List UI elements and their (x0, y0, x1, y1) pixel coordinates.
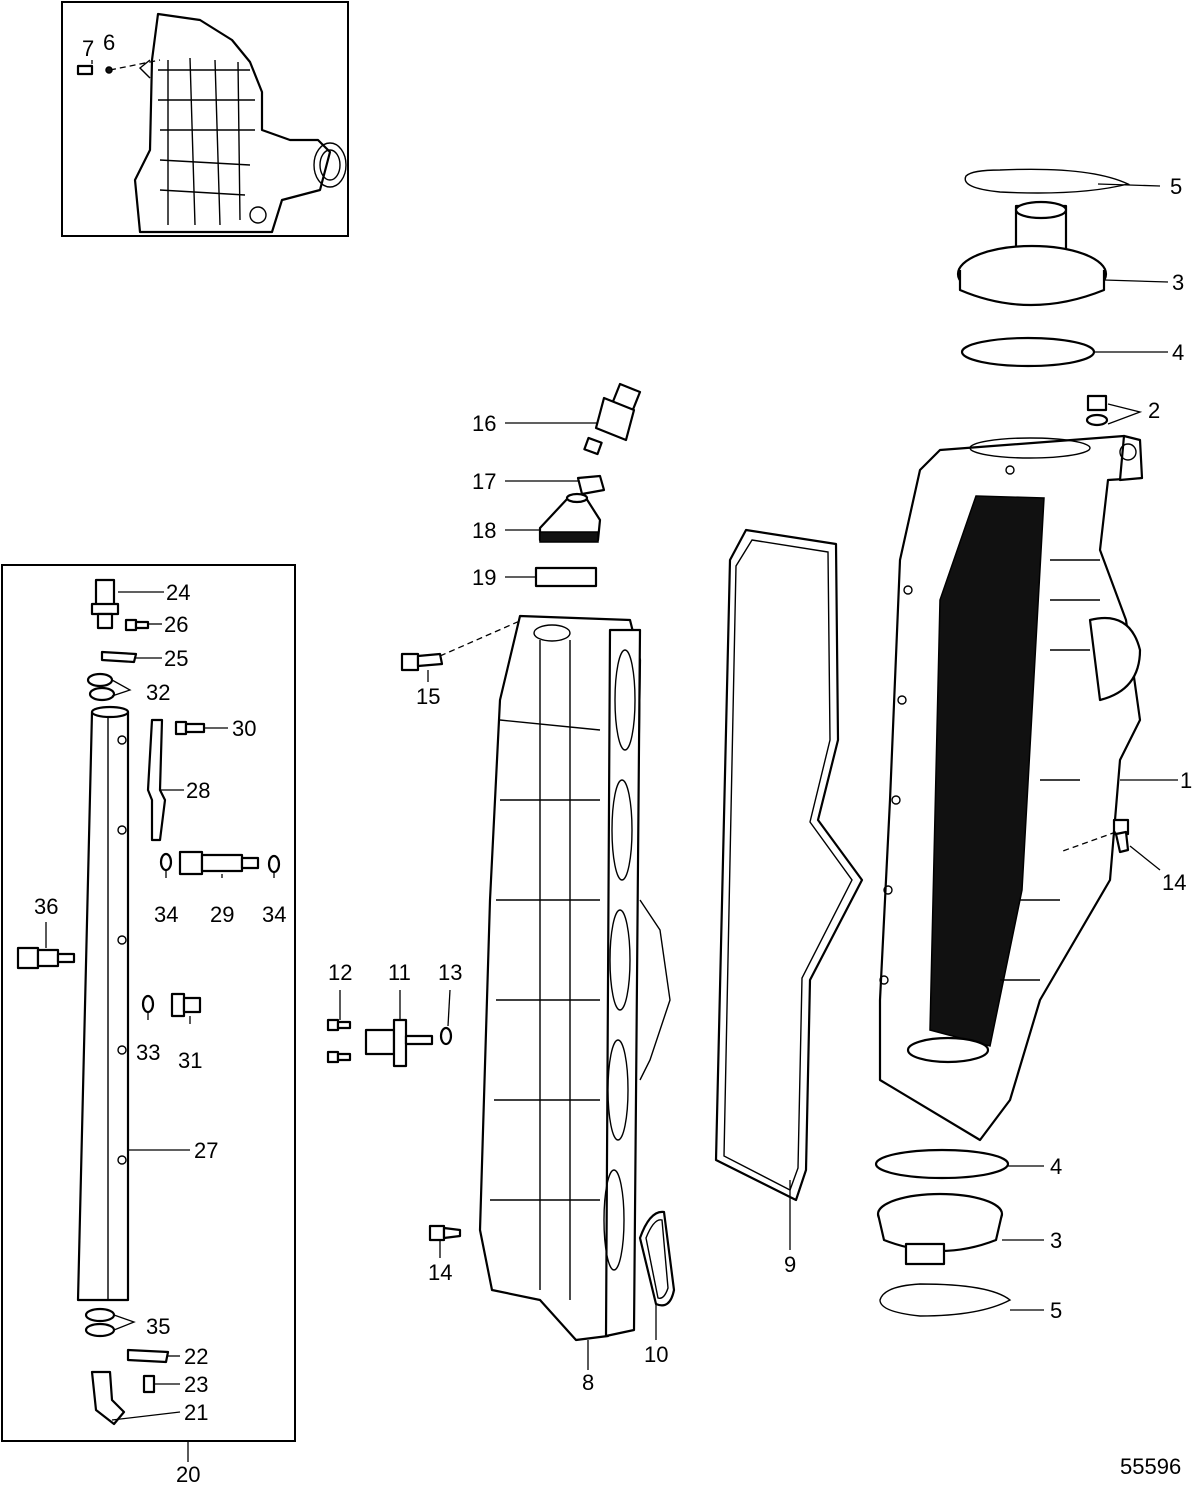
callout-15: 15 (416, 684, 440, 709)
callout-7: 7 (82, 36, 94, 61)
callout-26: 26 (164, 612, 188, 637)
callout-28: 28 (186, 778, 210, 803)
callout-33: 33 (136, 1040, 160, 1065)
intake-manifold (478, 614, 671, 1342)
end-cap-bottom (876, 1192, 1004, 1266)
callout-25: 25 (164, 646, 188, 671)
callout-1: 1 (1180, 768, 1192, 793)
callout-24: 24 (166, 580, 190, 605)
callout-8: 8 (582, 1370, 594, 1395)
callout-19: 19 (472, 565, 496, 590)
callout-labels: 1 2 3 3 4 4 5 5 6 7 8 9 10 11 12 13 14 1… (34, 30, 1192, 1487)
inset-detail-view (61, 1, 349, 237)
sensor-11 (364, 1018, 434, 1068)
callout-36: 36 (34, 894, 58, 919)
callout-2: 2 (1148, 398, 1160, 423)
callout-30: 30 (232, 716, 256, 741)
callout-9: 9 (784, 1252, 796, 1277)
end-cap-top (956, 200, 1108, 307)
callout-21: 21 (184, 1400, 208, 1425)
cooler-housing (878, 434, 1144, 1142)
callout-4-bottom: 4 (1050, 1154, 1062, 1179)
callout-17: 17 (472, 469, 496, 494)
callout-5-bottom: 5 (1050, 1298, 1062, 1323)
callout-16: 16 (472, 411, 496, 436)
rubber-boot (538, 492, 602, 543)
callout-13: 13 (438, 960, 462, 985)
callout-11: 11 (388, 960, 411, 985)
callout-29: 29 (210, 902, 234, 927)
bolt-14-lower (428, 1224, 462, 1242)
callout-34-left: 34 (154, 902, 178, 927)
callout-20: 20 (176, 1462, 200, 1487)
callout-23: 23 (184, 1372, 208, 1397)
callout-18: 18 (472, 518, 496, 543)
callout-12: 12 (328, 960, 352, 985)
callout-3-top: 3 (1172, 270, 1184, 295)
callout-5-top: 5 (1170, 174, 1182, 199)
gasket-9 (714, 528, 864, 1202)
callout-3-bottom: 3 (1050, 1228, 1062, 1253)
fuel-rail-assembly-box (1, 564, 296, 1442)
leader-lines (45, 60, 1178, 1462)
bolt-14-upper (1112, 818, 1130, 854)
callout-34-right: 34 (262, 902, 286, 927)
callout-10: 10 (644, 1342, 668, 1367)
callout-32: 32 (146, 680, 170, 705)
callout-22: 22 (184, 1344, 208, 1369)
callout-35: 35 (146, 1314, 170, 1339)
callout-27: 27 (194, 1138, 218, 1163)
callout-31: 31 (178, 1048, 202, 1073)
diagram-id: 55596 (1120, 1454, 1181, 1479)
callout-4-top: 4 (1172, 340, 1184, 365)
callout-14-right: 14 (1162, 870, 1186, 895)
bolt-15 (400, 652, 444, 672)
callout-6: 6 (103, 30, 115, 55)
fuel-rail (76, 710, 130, 1302)
callout-14-left: 14 (428, 1260, 452, 1285)
gasket-10 (638, 1210, 676, 1307)
pressure-sensor (583, 382, 642, 456)
